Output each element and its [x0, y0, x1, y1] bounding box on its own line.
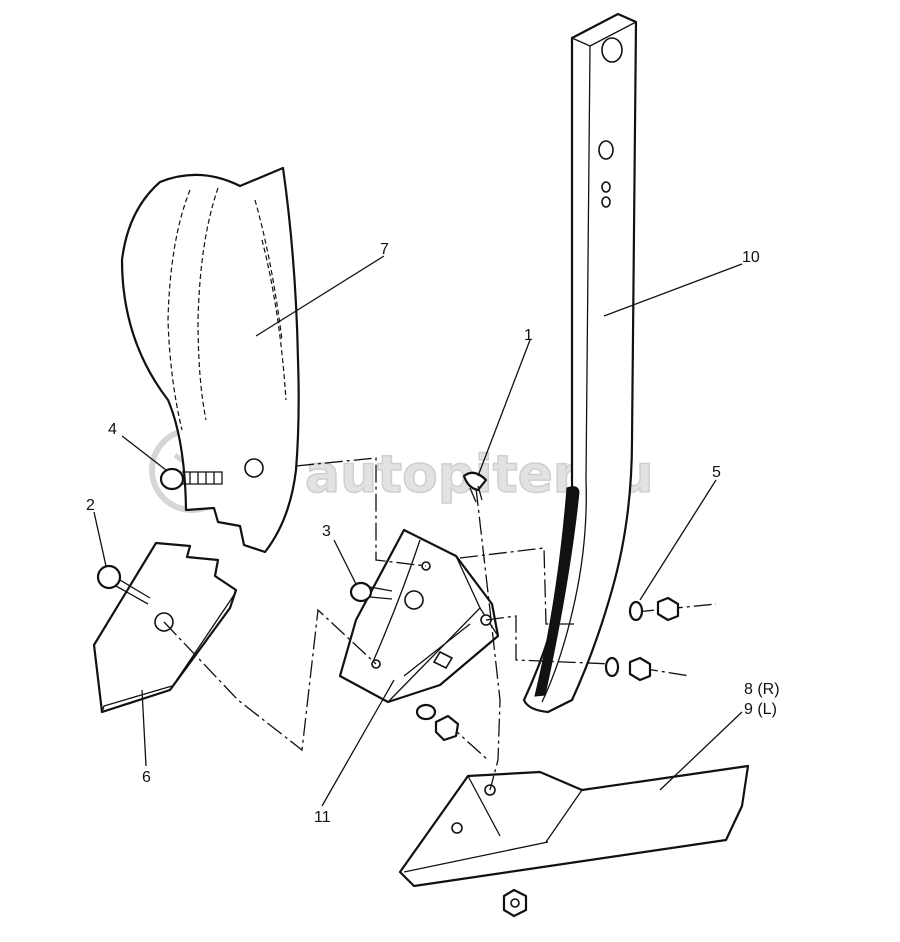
nut-share: [502, 888, 528, 918]
moldboard-part-7: [120, 166, 300, 554]
callout-8: 8 (R): [744, 681, 780, 698]
callout-2: 2: [86, 497, 95, 514]
shank-part-10: [522, 12, 638, 714]
callout-3: 3: [322, 523, 331, 540]
callout-5: 5: [712, 464, 721, 481]
callout-4: 4: [108, 421, 117, 438]
washer-nut-frog: [415, 703, 460, 742]
bolt-1: [462, 471, 488, 503]
bolt-2: [96, 564, 151, 605]
leader-lines: [93, 255, 743, 807]
callout-11: 11: [314, 809, 331, 826]
bolt-3: [349, 581, 393, 603]
callout-9: 9 (L): [744, 701, 777, 718]
share-part-8-9: [398, 764, 750, 888]
callout-7: 7: [380, 241, 389, 258]
callout-10: 10: [742, 249, 760, 266]
callout-1: 1: [524, 327, 533, 344]
bolt-4: [159, 467, 223, 491]
washer-nut-part-5: [604, 596, 680, 682]
callout-6: 6: [142, 769, 151, 786]
